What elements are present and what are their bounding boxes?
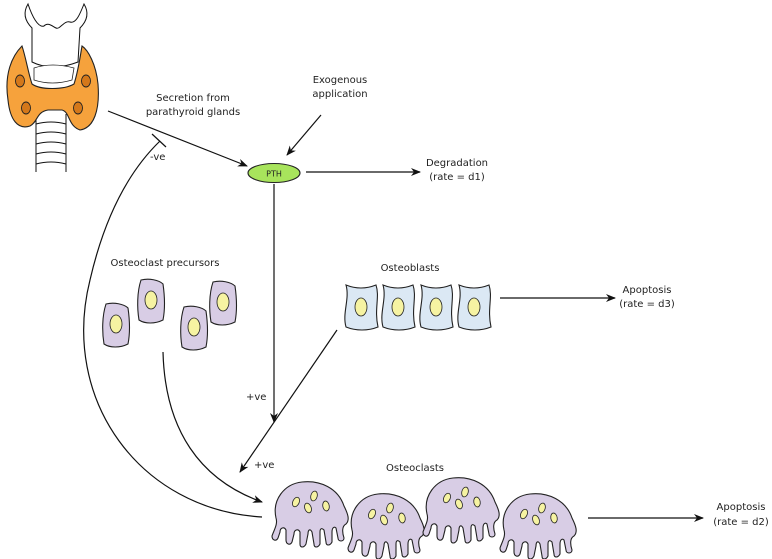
osteoclast-cell (271, 481, 349, 548)
exogenous-label-2: application (312, 89, 367, 100)
negative-feedback-inhibition (83, 140, 263, 518)
degradation-label-1: Degradation (426, 158, 488, 169)
precursor-cell (209, 280, 238, 326)
trachea (35, 114, 67, 172)
osteoblast-cells (344, 284, 492, 331)
pth-positive-label: +ve (246, 392, 266, 403)
osteoblast-cell (419, 284, 454, 331)
osteoclast-apoptosis-label-1: Apoptosis (717, 502, 766, 513)
osteoclast-cell (499, 493, 577, 559)
exogenous-arrow (286, 114, 322, 156)
thyroid-cartilage (24, 2, 88, 68)
thyroid-gland-illustration (6, 2, 99, 172)
precursor-cell (137, 278, 166, 324)
secretion-label-1: Secretion from (156, 93, 230, 104)
pth-label: PTH (266, 170, 282, 179)
osteoclast-cell (347, 493, 425, 559)
degradation-label-2: (rate = d1) (429, 172, 485, 183)
precursor-cell (180, 305, 209, 351)
negative-feedback-label: -ve (150, 152, 165, 163)
parathyroid-gland (81, 74, 91, 88)
osteoclast-precursor-cells (102, 278, 238, 351)
thyroid-lobes (6, 44, 99, 131)
osteoblast-cell (381, 284, 416, 331)
precursor-differentiation-arrow (162, 351, 263, 503)
osteoclast-cells (271, 477, 577, 559)
exogenous-label-1: Exogenous (313, 75, 368, 86)
osteoblast-apoptosis-label-2: (rate = d3) (619, 299, 675, 310)
parathyroid-gland (73, 101, 83, 115)
osteoblast-apoptosis-label-1: Apoptosis (623, 285, 672, 296)
osteoblast-positive-label: +ve (254, 460, 274, 471)
parathyroid-gland (21, 101, 31, 115)
pth-node (247, 162, 301, 184)
inhibition-bar (151, 133, 167, 148)
secretion-arrow (107, 110, 248, 167)
osteoblast-to-osteoclasts-arrow (239, 329, 338, 473)
osteoclast-precursors-label: Osteoclast precursors (111, 258, 220, 269)
osteoclast-cell (422, 477, 500, 544)
parathyroid-gland (15, 74, 25, 88)
secretion-label-2: parathyroid glands (146, 107, 240, 118)
osteoblast-cell (344, 284, 379, 331)
osteoclasts-label: Osteoclasts (386, 463, 444, 474)
osteoblast-cell (457, 284, 492, 331)
osteoclast-apoptosis-label-2: (rate = d2) (713, 517, 769, 528)
osteoblasts-label: Osteoblasts (381, 263, 440, 274)
precursor-cell (102, 302, 131, 348)
